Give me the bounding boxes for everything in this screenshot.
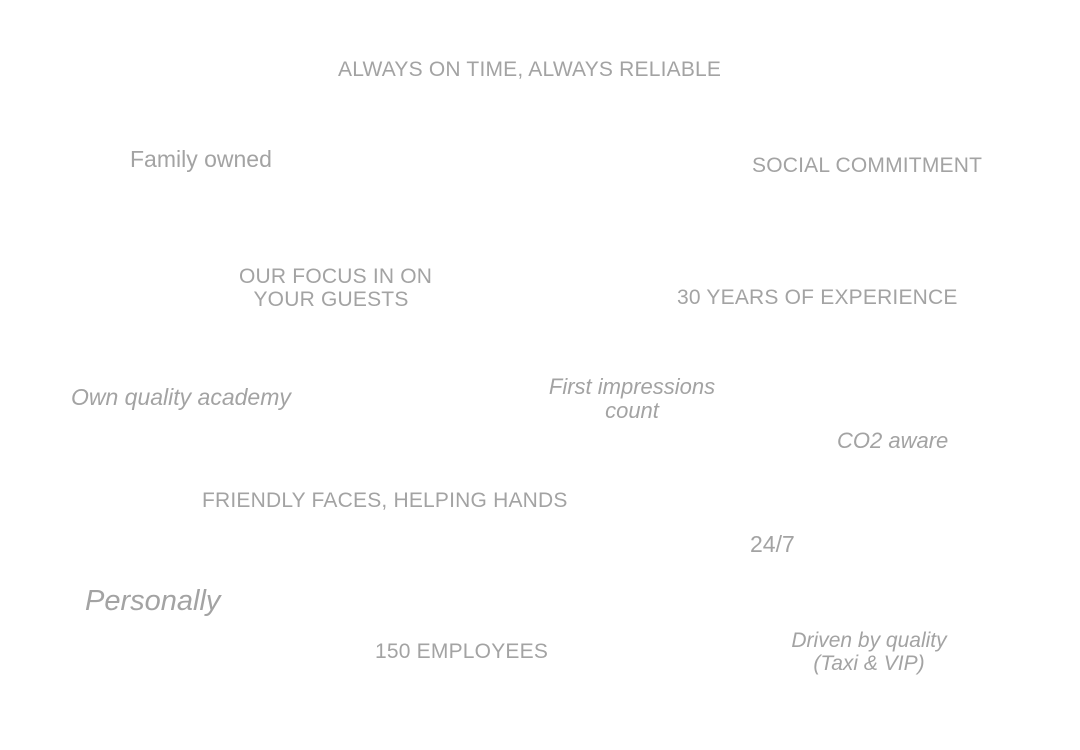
phrase-family-owned: Family owned xyxy=(130,146,272,172)
phrase-years-experience: 30 YEARS OF EXPERIENCE xyxy=(677,286,958,309)
phrase-always-reliable: ALWAYS ON TIME, ALWAYS RELIABLE xyxy=(338,58,722,81)
phrase-friendly-faces: FRIENDLY FACES, HELPING HANDS xyxy=(202,489,568,512)
phrase-co2-aware: CO2 aware xyxy=(837,428,949,453)
phrase-24-7: 24/7 xyxy=(750,531,795,557)
phrase-personally: Personally xyxy=(85,585,221,617)
phrase-social-commitment: SOCIAL COMMITMENT xyxy=(752,154,983,177)
phrase-driven-by-quality-line1: Driven by quality xyxy=(791,629,947,652)
phrase-focus-guests-line1: OUR FOCUS IN ON xyxy=(239,265,433,288)
phrase-quality-academy: Own quality academy xyxy=(71,384,291,410)
phrase-focus-guests: OUR FOCUS IN ON YOUR GUESTS xyxy=(239,265,433,312)
phrase-first-impressions: First impressions count xyxy=(543,374,721,424)
phrase-first-impressions-line2: count xyxy=(605,398,659,424)
phrase-first-impressions-line1: First impressions xyxy=(548,374,716,399)
phrase-150-employees: 150 EMPLOYEES xyxy=(375,640,549,663)
phrase-focus-guests-line2: YOUR GUESTS xyxy=(253,288,409,312)
phrase-driven-by-quality-line2: (Taxi & VIP) xyxy=(813,652,925,676)
phrase-driven-by-quality: Driven by quality (Taxi & VIP) xyxy=(783,629,955,675)
